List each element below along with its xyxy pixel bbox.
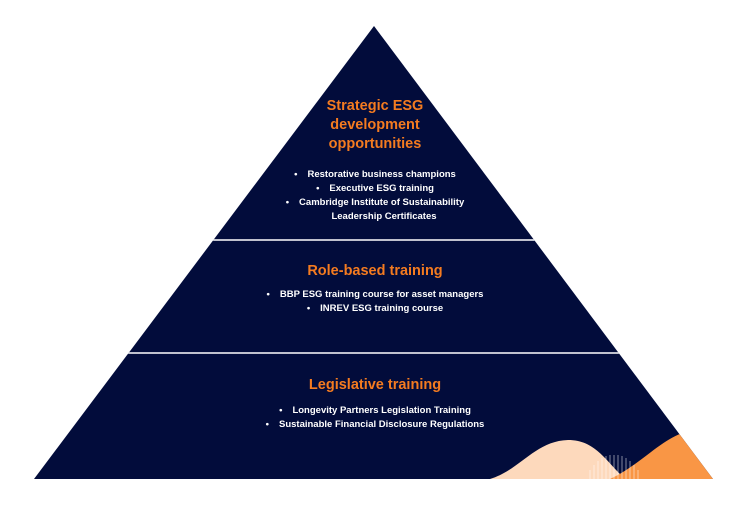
item-text: Leadership Certificates xyxy=(331,211,437,222)
list-item: • Executive ESG training xyxy=(0,182,750,196)
list-item: • Sustainable Financial Disclosure Regula… xyxy=(0,418,750,432)
bullet-icon: • xyxy=(294,169,298,180)
title-line: opportunities xyxy=(328,136,422,152)
pyramid-shape xyxy=(34,26,713,479)
item-text: Restorative business champions xyxy=(307,169,456,180)
item-text: Executive ESG training xyxy=(329,183,434,194)
item-text: BBP ESG training course for asset manage… xyxy=(279,289,484,300)
title-line: development xyxy=(330,117,420,133)
tier-strategic: Strategic ESG development opportunities … xyxy=(0,97,750,224)
item-list: • Restorative business champions • Executi… xyxy=(0,168,750,224)
item-text: Cambridge Institute of Sustainability xyxy=(299,197,465,208)
bullet-icon: • xyxy=(265,419,269,430)
list-item: • Longevity Partners Legislation Training xyxy=(0,404,750,418)
tier-title: Role-based training xyxy=(307,263,443,279)
list-item: • Restorative business champions xyxy=(0,168,750,182)
list-item: • INREV ESG training course xyxy=(0,302,750,316)
tier-title: Legislative training xyxy=(308,377,442,393)
title-line: Strategic ESG xyxy=(326,98,424,114)
list-item: • BBP ESG training course for asset manag… xyxy=(0,288,750,302)
bullet-icon: • xyxy=(285,197,290,208)
bullet-icon: • xyxy=(306,303,311,314)
item-text: Longevity Partners Legislation Training xyxy=(292,405,471,416)
bullet-icon: • xyxy=(279,405,283,416)
item-list: • Longevity Partners Legislation Training… xyxy=(0,404,750,432)
bullet-icon: • xyxy=(316,183,320,194)
tier-title: Strategic ESG development opportunities xyxy=(0,97,750,154)
tier-role-based: Role-based training • BBP ESG training co… xyxy=(0,262,750,316)
item-text: INREV ESG training course xyxy=(320,303,444,314)
item-text: Sustainable Financial Disclosure Regulat… xyxy=(278,419,485,430)
item-list: • BBP ESG training course for asset manag… xyxy=(0,288,750,316)
tier-legislative: Legislative training • Longevity Partners… xyxy=(0,376,750,432)
bullet-icon: • xyxy=(266,289,270,300)
